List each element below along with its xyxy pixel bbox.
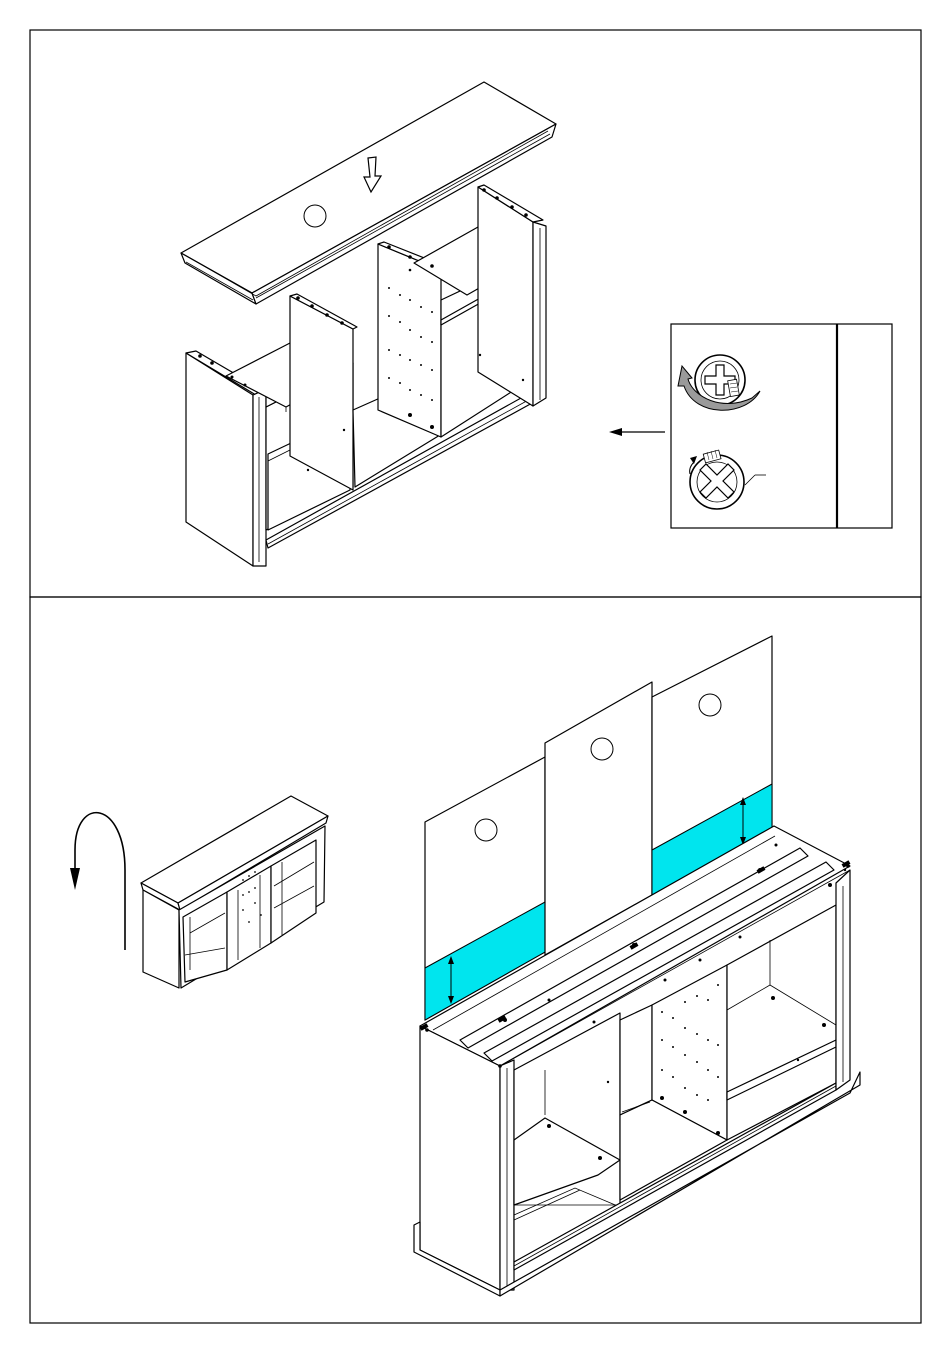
part-marker-left [475, 819, 497, 841]
cam-lock-detail [671, 324, 892, 528]
part-marker-middle [591, 738, 613, 760]
detail-pointer-arrow [609, 428, 665, 436]
cabinet-thumbnail [141, 796, 328, 988]
part-marker-top [304, 205, 326, 227]
part-marker-right [699, 694, 721, 716]
step-back-panels [70, 636, 860, 1296]
step-top-panel [181, 82, 892, 566]
flip-arrow-icon [70, 813, 125, 950]
